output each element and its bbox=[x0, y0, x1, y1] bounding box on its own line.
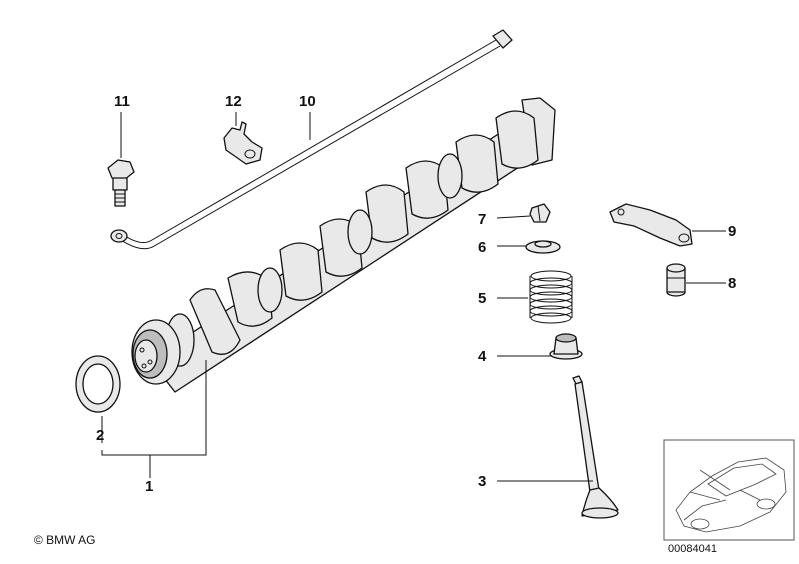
callout-6: 6 bbox=[478, 239, 486, 256]
valve-cotter-part[interactable] bbox=[529, 203, 551, 223]
car-thumbnail: 00084041 bbox=[663, 439, 795, 555]
callout-2: 2 bbox=[96, 427, 104, 444]
callout-12: 12 bbox=[225, 93, 242, 110]
copyright-label: © BMW AG bbox=[34, 533, 96, 547]
oil-pipe-part[interactable] bbox=[110, 29, 513, 250]
callout-7: 7 bbox=[478, 211, 486, 228]
camshaft-part[interactable] bbox=[131, 97, 556, 393]
leader-lines bbox=[101, 112, 726, 482]
hydraulic-lifter-part[interactable] bbox=[666, 263, 686, 297]
bracket-clip-part[interactable] bbox=[223, 121, 263, 165]
valve-spring-part[interactable] bbox=[529, 270, 573, 324]
callout-1: 1 bbox=[145, 478, 153, 495]
valve-stem-seal-part[interactable] bbox=[549, 333, 583, 360]
callout-9: 9 bbox=[728, 223, 736, 240]
seal-ring-part[interactable] bbox=[75, 355, 121, 413]
callout-4: 4 bbox=[478, 348, 487, 365]
callout-11: 11 bbox=[114, 93, 130, 110]
callout-3: 3 bbox=[478, 473, 486, 490]
callout-10: 10 bbox=[299, 93, 316, 110]
spring-retainer-part[interactable] bbox=[525, 240, 561, 254]
callout-5: 5 bbox=[478, 290, 486, 307]
callout-labels: 11 12 10 2 1 7 6 5 4 3 9 8 bbox=[96, 93, 736, 495]
hollow-bolt-part[interactable] bbox=[107, 159, 135, 207]
valve-part[interactable] bbox=[572, 375, 619, 519]
car-silhouette-icon bbox=[675, 457, 787, 533]
callout-8: 8 bbox=[728, 275, 736, 292]
diagram-number: 00084041 bbox=[668, 543, 717, 555]
rocker-arm-part[interactable] bbox=[609, 203, 693, 247]
